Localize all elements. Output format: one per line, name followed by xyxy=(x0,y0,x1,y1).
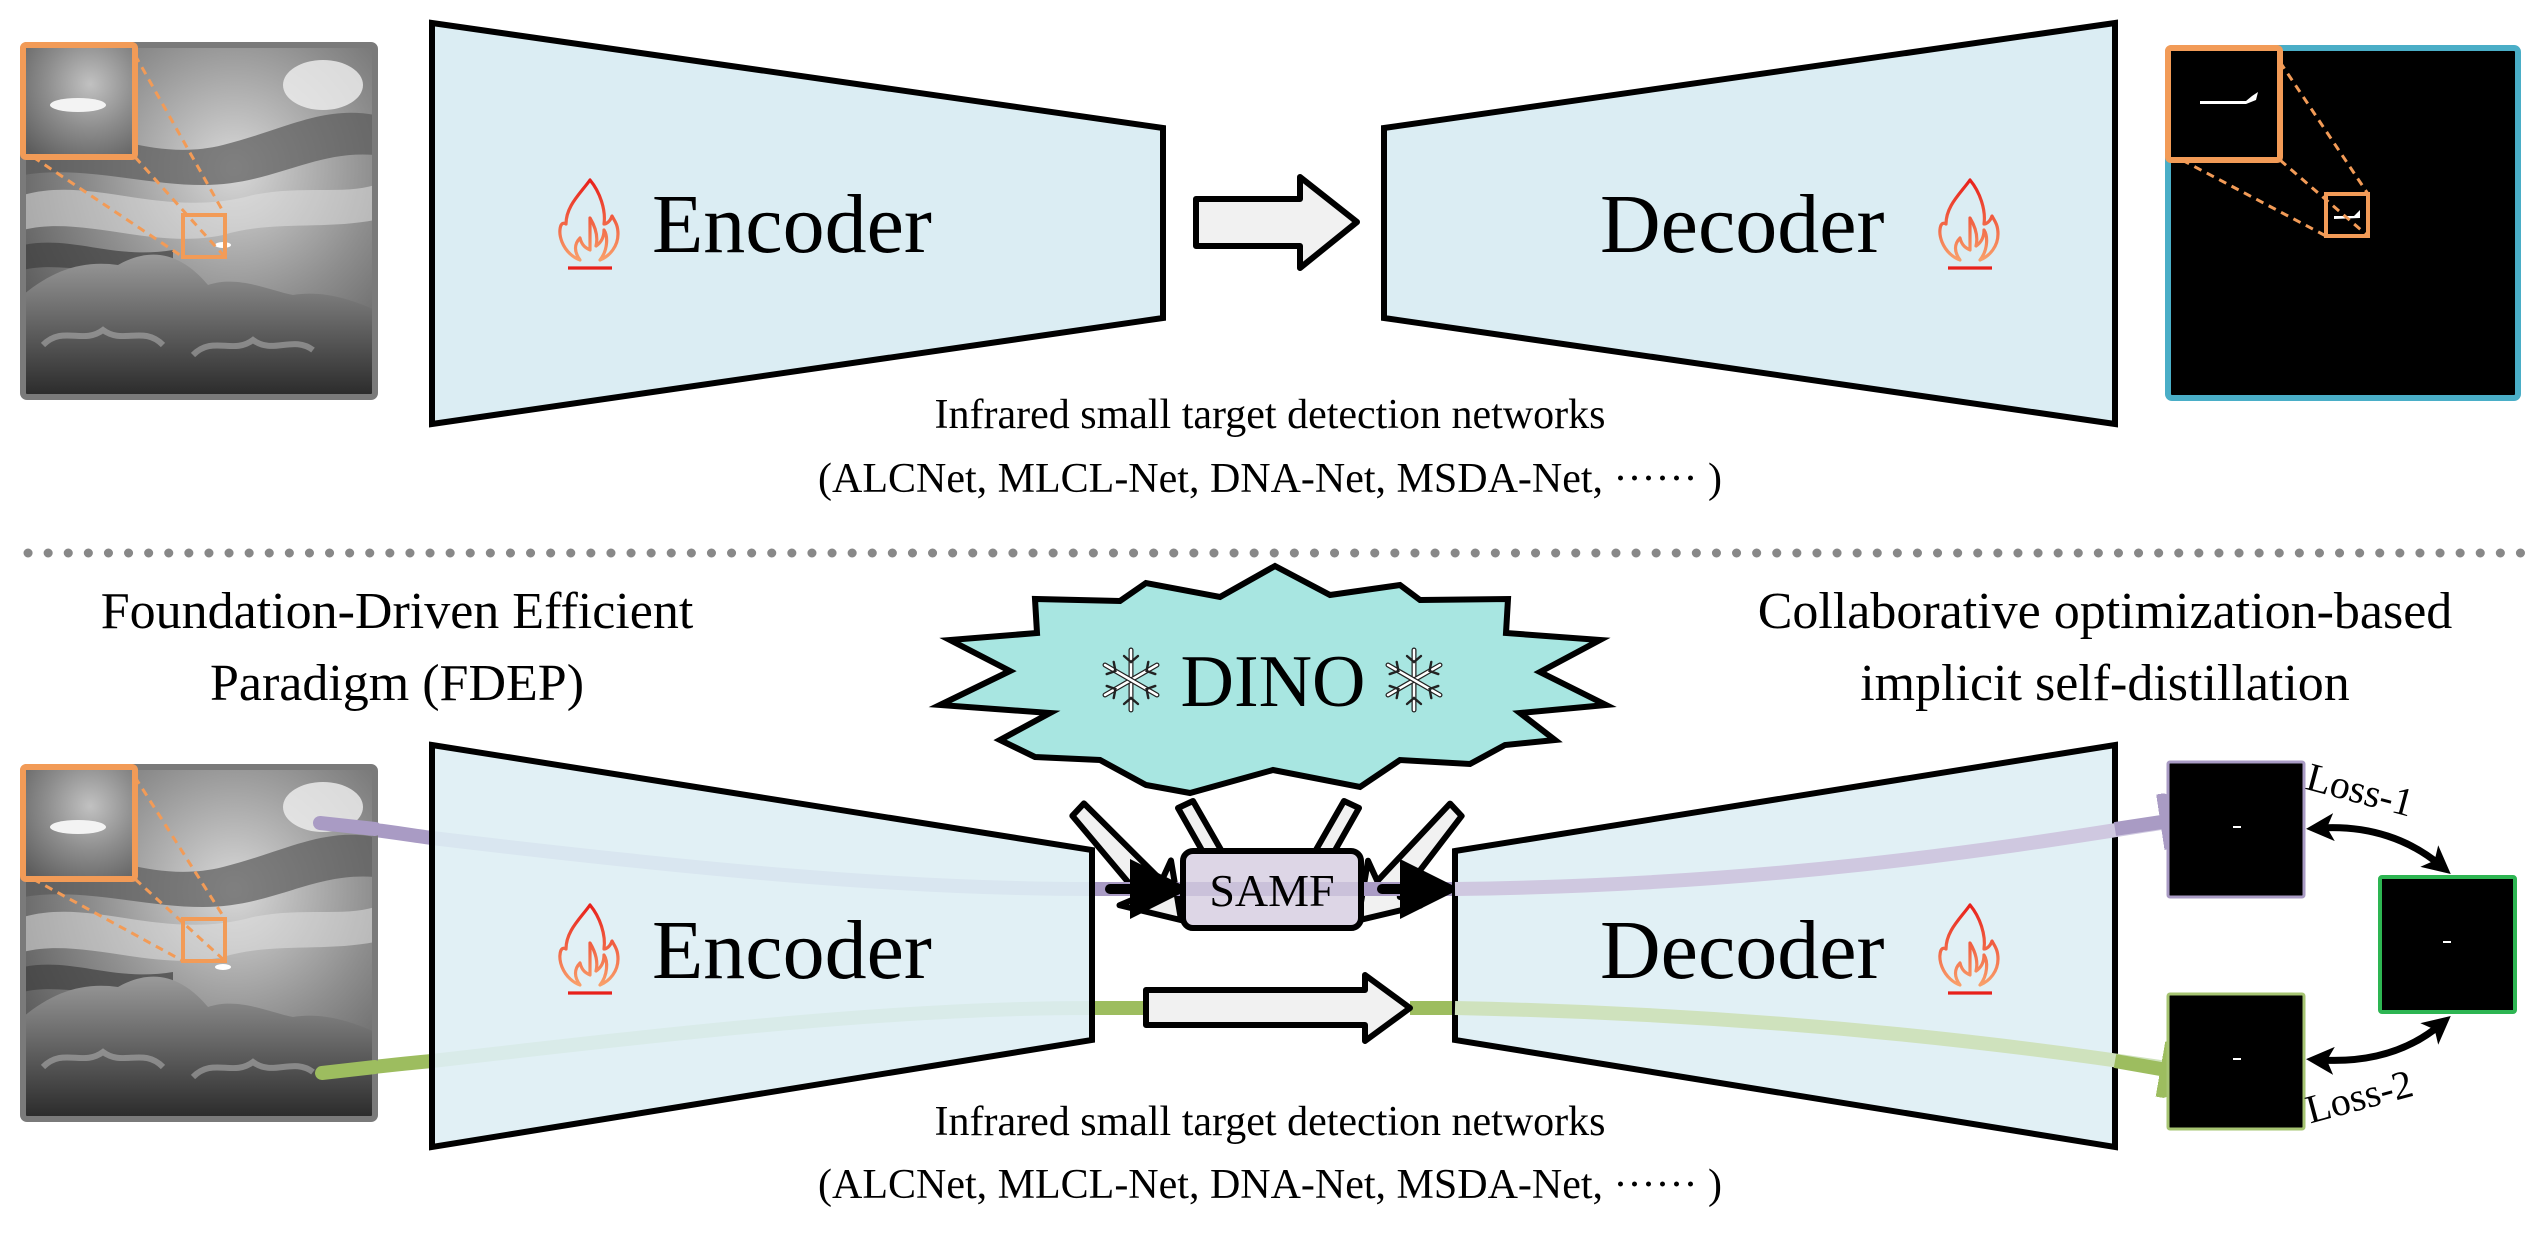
top-decoder: Decoder xyxy=(1381,19,2118,428)
zoom-inset xyxy=(20,764,138,882)
bottom-connector-arrow xyxy=(1143,972,1413,1044)
top-encoder: Encoder xyxy=(429,19,1166,428)
top-caption-line2: (ALCNet, MLCL-Net, DNA-Net, MSDA-Net, ··… xyxy=(818,456,1722,502)
bottom-decoder: Decoder xyxy=(1452,741,2118,1151)
top-connector-arrow xyxy=(1193,174,1360,271)
prediction-mask-purple xyxy=(2166,760,2306,899)
top-input-image xyxy=(20,42,378,400)
zoom-inset xyxy=(20,42,138,160)
fdep-title-line1: Foundation-Driven Efficient xyxy=(101,583,694,640)
distillation-title-line2: implicit self-distillation xyxy=(1860,655,2350,712)
prediction-mask-green xyxy=(2166,992,2306,1131)
decoder-label: Decoder xyxy=(1600,904,1885,997)
encoder-label: Encoder xyxy=(652,904,932,997)
decoder-label: Decoder xyxy=(1600,178,1885,271)
top-caption-line1: Infrared small target detection networks xyxy=(935,392,1606,438)
loss1-double-arrow xyxy=(2306,813,2451,874)
bottom-caption-line1: Infrared small target detection networks xyxy=(935,1099,1606,1145)
loss2-label: Loss-2 xyxy=(2301,1061,2418,1133)
distillation-title-line1: Collaborative optimization-based xyxy=(1758,583,2453,640)
bottom-caption-line2: (ALCNet, MLCL-Net, DNA-Net, MSDA-Net, ··… xyxy=(818,1162,1722,1208)
fdep-title-line2: Paradigm (FDEP) xyxy=(210,655,584,712)
top-output-mask xyxy=(2165,45,2521,401)
feature-arrow xyxy=(1354,800,1465,924)
zoom-inset xyxy=(2165,45,2283,163)
target-box xyxy=(181,213,227,259)
samf-label: SAMF xyxy=(1209,865,1334,916)
bottom-input-image xyxy=(20,764,382,1122)
dino-foundation-model: DINO xyxy=(928,562,1617,797)
loss1-label: Loss-1 xyxy=(2302,754,2419,826)
bottom-encoder: Encoder xyxy=(429,741,1095,1151)
target-box xyxy=(2324,192,2370,238)
target-box xyxy=(181,917,227,963)
encoder-label: Encoder xyxy=(652,178,932,271)
dino-label: DINO xyxy=(1181,641,1366,723)
prediction-mask-teacher xyxy=(2378,875,2517,1014)
loss2-double-arrow xyxy=(2306,1016,2451,1075)
samf-module: SAMF xyxy=(1105,848,1460,931)
